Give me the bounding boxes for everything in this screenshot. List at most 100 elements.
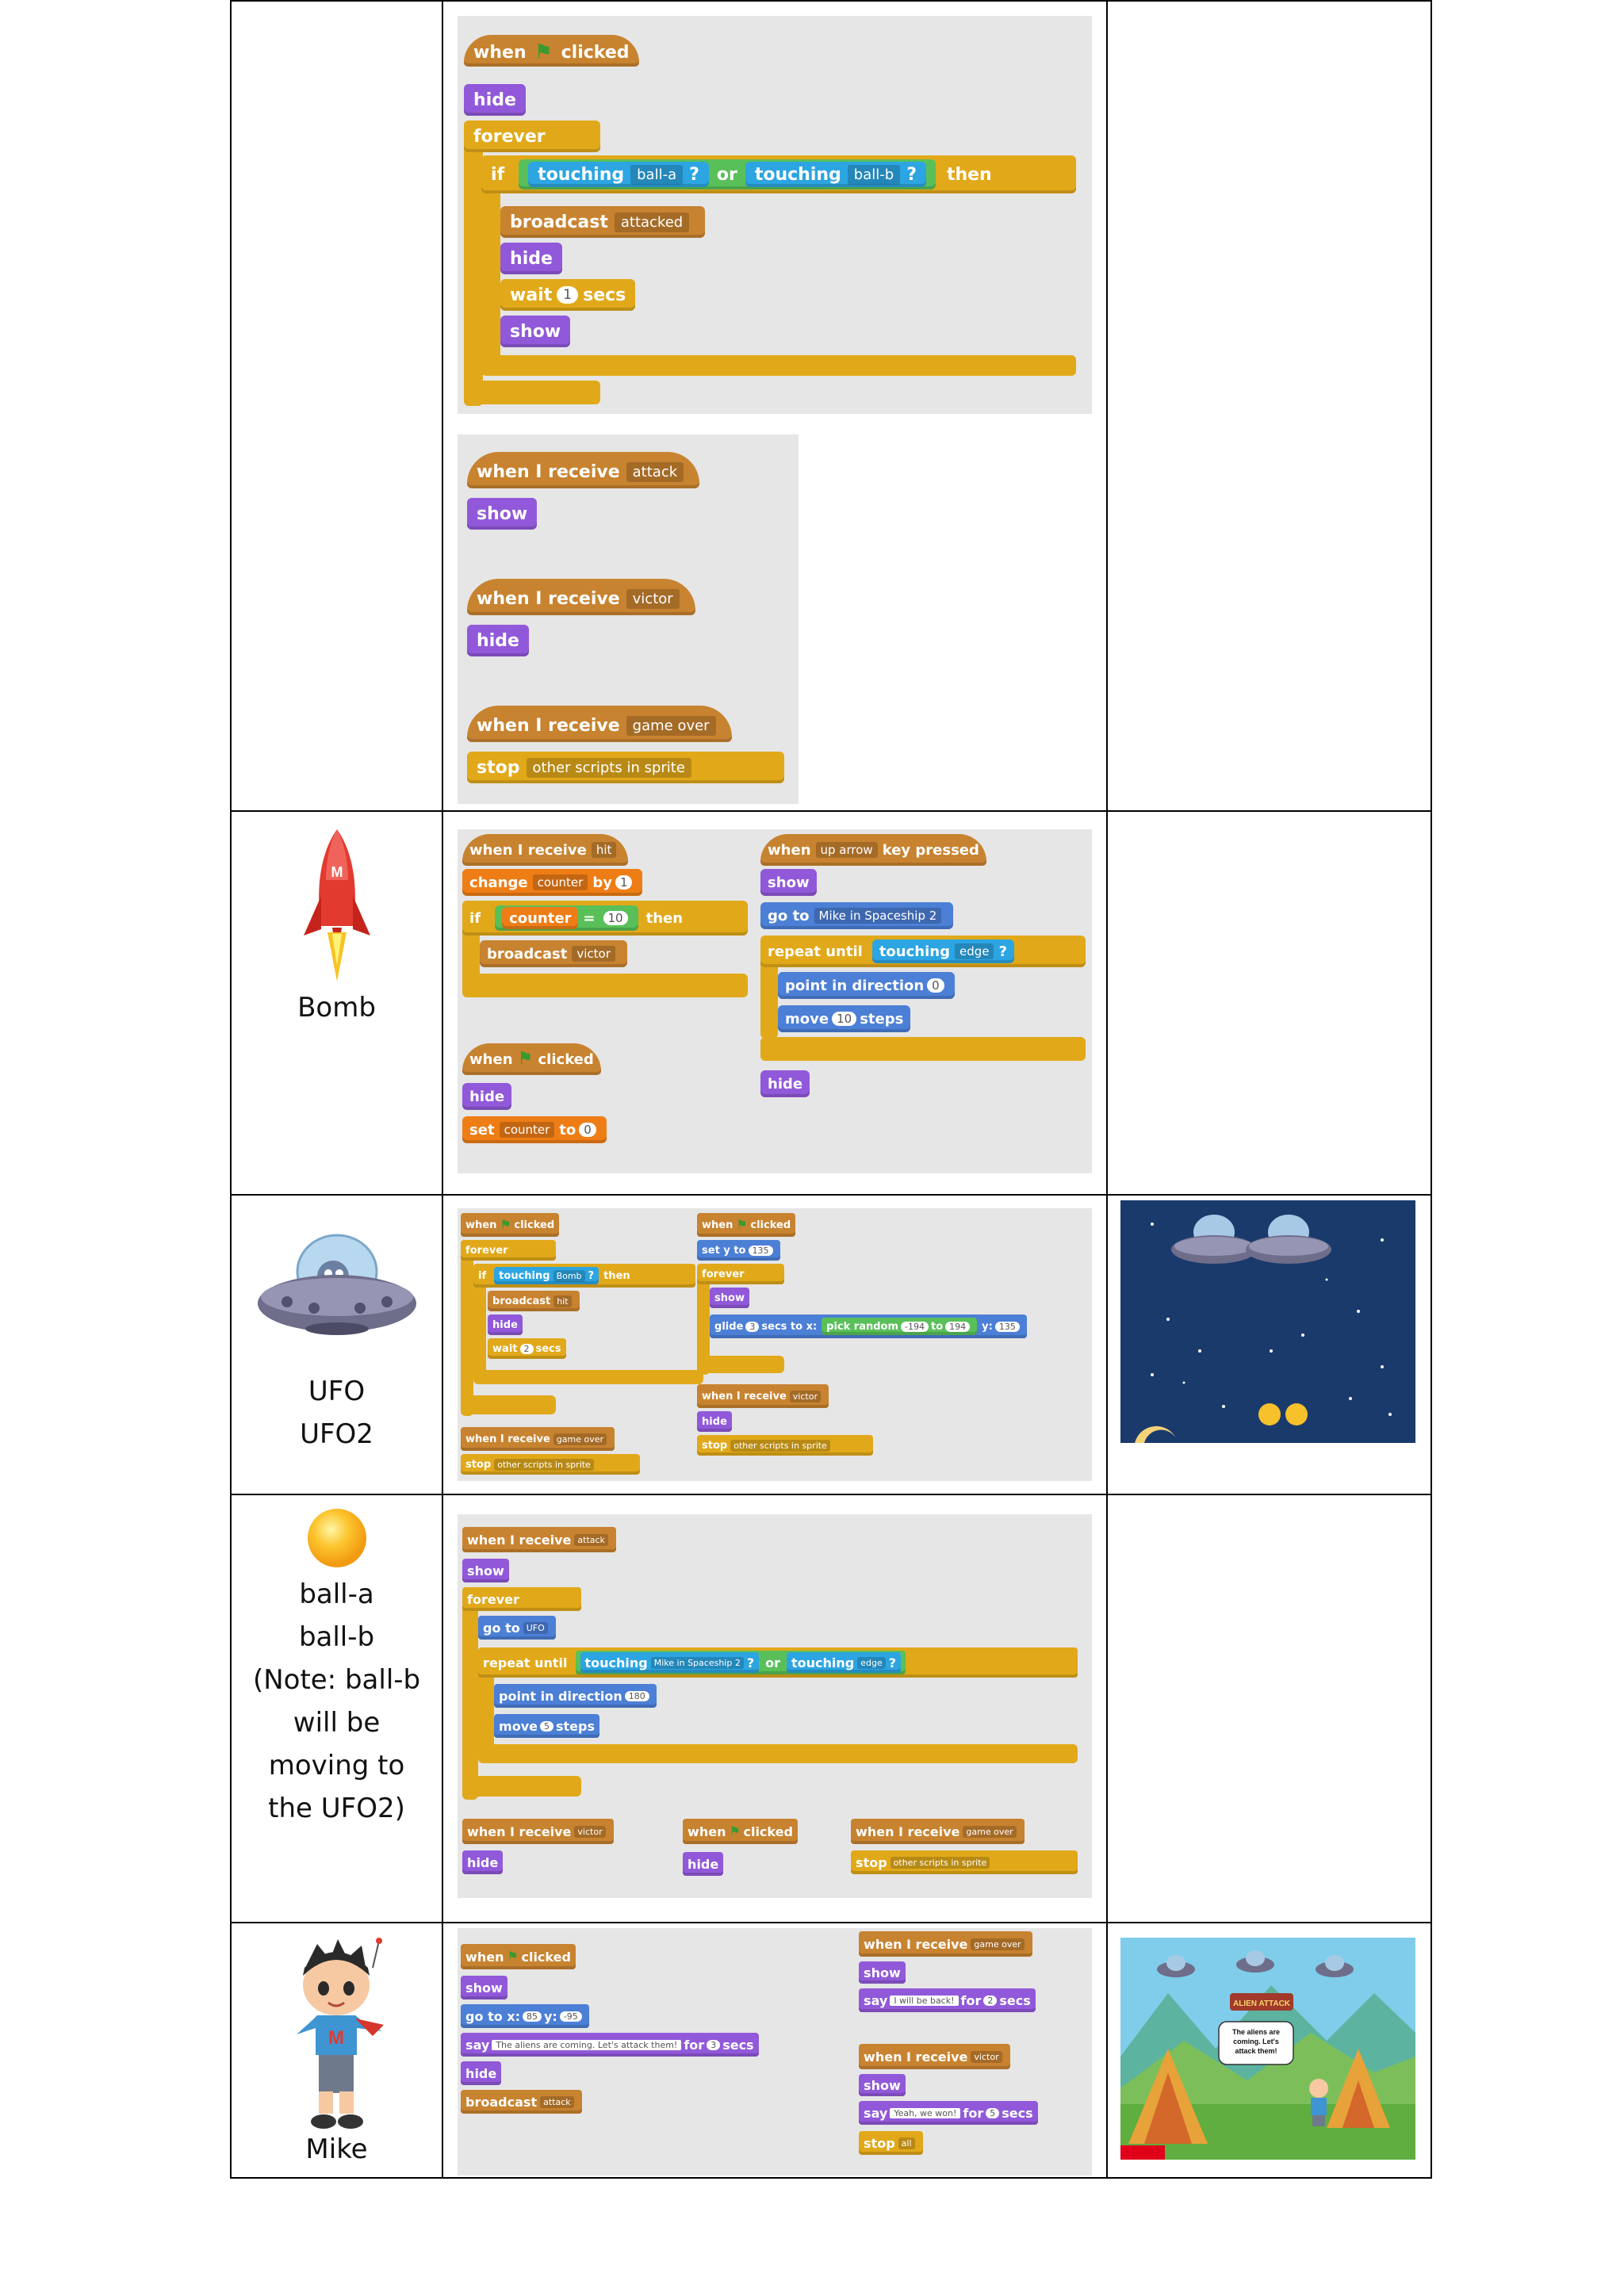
- show-block: show: [859, 2074, 906, 2096]
- block-text: repeat until: [483, 1655, 568, 1670]
- sprite-dropdown: Mike in Spaceship 2: [650, 1656, 744, 1669]
- stage-cell: [1106, 1494, 1432, 1923]
- number-input: 0: [579, 1123, 596, 1137]
- green-flag-icon: ⚑: [507, 1949, 519, 1964]
- hide-block: hide: [467, 625, 529, 656]
- sprite-cell: [229, 0, 444, 812]
- block-text: secs: [722, 2037, 754, 2053]
- block-text: when: [768, 841, 811, 859]
- message-dropdown: hit: [591, 842, 617, 858]
- svg-text:coming. Let's: coming. Let's: [1234, 2038, 1280, 2045]
- if-end-bar: [481, 355, 1077, 376]
- hide-block: hide: [462, 1850, 504, 1874]
- block-text: when I receive: [477, 715, 620, 736]
- number-input: 1: [615, 875, 633, 890]
- block-text: or: [765, 1655, 780, 1670]
- sprite-note: the UFO2): [268, 1793, 405, 1824]
- block-text: change: [469, 874, 528, 891]
- block-text: secs: [999, 1992, 1031, 2008]
- block-text: or: [716, 164, 737, 185]
- block-text: secs: [1002, 2105, 1033, 2121]
- ufo-sprite-icon: [257, 1234, 416, 1335]
- repeat-end-bar: [760, 1037, 1086, 1061]
- block-text: ?: [906, 164, 917, 185]
- hide-block: hide: [697, 1411, 732, 1432]
- stage-cell: [1106, 810, 1432, 1196]
- block-text: =: [583, 909, 596, 927]
- show-block: show: [859, 1961, 906, 1984]
- sprite-note: will be: [293, 1707, 381, 1739]
- block-text: pick random: [826, 1320, 899, 1333]
- block-text: wait: [510, 285, 553, 305]
- counter-reporter: counter: [502, 907, 579, 929]
- message-dropdown: victor: [626, 588, 680, 609]
- block-text: point in direction: [499, 1688, 622, 1704]
- sprite-dropdown: ball-a: [630, 164, 684, 185]
- stop-option-dropdown: all: [898, 2137, 915, 2149]
- block-text: broadcast: [465, 2094, 538, 2110]
- svg-text:attack them!: attack them!: [1235, 2047, 1277, 2055]
- show-block: show: [462, 1559, 509, 1582]
- sprite-cell: UFO UFO2: [229, 1194, 444, 1495]
- number-input: 5: [540, 1720, 553, 1732]
- block-text: go to: [483, 1620, 520, 1636]
- hide-block: hide: [488, 1314, 523, 1335]
- sprite-note: moving to: [268, 1750, 405, 1781]
- message-dropdown: game over: [971, 1938, 1025, 1950]
- stop-option-dropdown: other scripts in sprite: [730, 1439, 830, 1452]
- ufo-icon: [1316, 1955, 1354, 1977]
- block-text: point in direction: [785, 977, 925, 994]
- hide-block: hide: [683, 1852, 724, 1876]
- repeat-end-bar: [478, 1744, 1078, 1763]
- ufo-icon: [1157, 1955, 1196, 1977]
- ufo-stage-screenshot: [1120, 1200, 1416, 1443]
- message-dropdown: victor: [971, 2050, 1002, 2063]
- sprite-name: UFO2: [300, 1418, 373, 1450]
- when-flag-clicked-block: when⚑clicked: [461, 1213, 560, 1237]
- key-dropdown: up arrow: [815, 842, 878, 858]
- variable-dropdown: counter: [532, 874, 588, 890]
- block-text: ?: [998, 943, 1007, 960]
- hide-block: hide: [760, 1070, 810, 1097]
- block-text: broadcast: [510, 212, 608, 232]
- message-dropdown: victor: [574, 1825, 606, 1838]
- block-text: when I receive: [864, 2049, 968, 2064]
- message-dropdown: attack: [574, 1533, 608, 1546]
- object-dropdown: edge: [857, 1656, 886, 1669]
- sprite-name: ball-a: [299, 1578, 374, 1610]
- object-dropdown: edge: [954, 943, 994, 959]
- ball-sprite-icon: [307, 1509, 366, 1567]
- block-text: when I receive: [856, 1823, 960, 1839]
- sprite-name: ball-b: [298, 1621, 375, 1653]
- block-text: touching: [499, 1269, 550, 1282]
- forever-block: forever: [461, 1240, 557, 1261]
- message-dropdown: attacked: [614, 212, 690, 232]
- block-text: go to: [768, 907, 810, 924]
- when-flag-clicked-block: when⚑clicked: [462, 1043, 601, 1075]
